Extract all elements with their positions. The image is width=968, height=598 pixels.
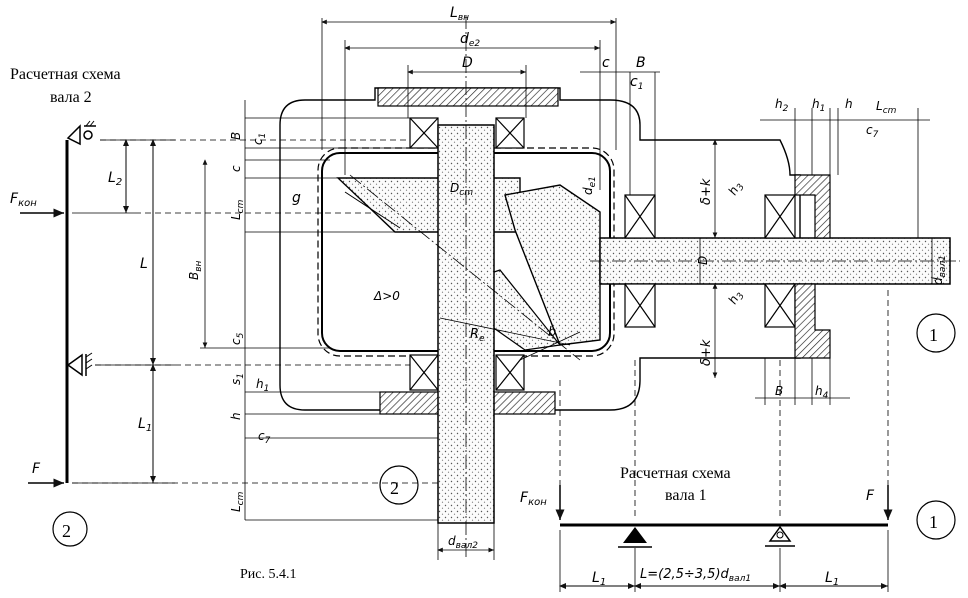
svg-text:c1: c1 [630,74,643,92]
scheme-shaft-2 [20,120,175,547]
scheme2-circle-number: 2 [62,521,71,541]
label-r-e: R [470,327,479,342]
pin-support-icon [765,525,795,547]
label-b-vn: B [187,272,201,280]
label-h-left: h [229,412,243,420]
scheme2-l: L [140,256,148,272]
label-l-vn: L [450,5,458,21]
scheme-shaft-1 [555,485,956,592]
svg-text:Fкон: Fкон [520,490,547,508]
label-b-left: B [229,132,243,140]
label-h1-left: h [256,377,264,391]
label-h4: h [815,384,823,398]
label-h-right: h [845,97,853,111]
svg-text:s1: s1 [229,373,246,385]
svg-text:h3: h3 [725,288,747,308]
label-d-val2: d [448,534,456,548]
svg-text:h4: h4 [815,384,829,401]
svg-text:Dcm: Dcm [450,181,473,198]
scheme2-f: F [32,461,41,477]
label-d-e2: d [460,31,469,47]
scheme1-l1-right: L [825,570,833,586]
svg-text:c7: c7 [258,429,271,446]
label-h1-right: h [812,97,820,111]
scheme1-circle-number: 1 [929,512,938,532]
scheme1-title-2: вала 1 [665,487,707,504]
figure-caption: Рис. 5.4.1 [240,567,297,582]
label-lcm-bottom: L [229,505,243,512]
svg-text:L1: L1 [138,416,152,434]
scheme2-fkon: F [10,191,19,207]
scheme2-title-2: вала 2 [50,89,92,106]
label-d-val1: d [931,277,945,285]
label-c1-left: c [251,138,265,145]
svg-text:Lcm: Lcm [229,491,246,512]
svg-text:L2: L2 [108,170,122,188]
label-d-e1: d [581,187,595,195]
svg-text:dвал1: dвал1 [931,255,948,285]
label-d-cm: D [450,181,459,195]
gearbox-drawing [200,15,960,560]
label-c1-top: c [630,74,638,90]
svg-text:L=(2,5÷3,5)dвал1: L=(2,5÷3,5)dвал1 [640,567,751,584]
label-c-top: c [602,55,610,71]
svg-text:L1: L1 [592,570,606,588]
label-d-top: D [462,55,473,71]
scheme1-fkon: F [520,490,529,506]
svg-text:h1: h1 [256,377,269,394]
svg-text:Bвн: Bвн [187,260,204,280]
label-h2: h [775,97,783,111]
label-c-left: c [229,165,243,172]
label-g: g [292,190,301,206]
scheme1-title-1: Расчетная схема [620,465,731,482]
label-lcm-right: L [876,99,883,113]
scheme1-l-formula: L=(2,5÷3,5)d [640,567,730,582]
svg-text:Lcm: Lcm [876,99,897,116]
scheme2-l2: L [108,170,116,186]
label-b: b [548,325,556,340]
label-b-bottom: B [775,384,783,398]
svg-text:Lcm: Lcm [229,199,246,220]
pin-support-icon [66,120,96,146]
svg-text:h1: h1 [812,97,825,114]
fixed-support-icon [618,527,652,548]
label-c5: c [229,338,243,345]
shaft2-circle-number: 2 [390,478,399,498]
scheme2-l1: L [138,416,146,432]
label-lcm-left: L [229,213,243,220]
label-delta-gap: Δ>0 [373,289,400,303]
label-c7-right: c [866,123,873,137]
label-d-shaft: D [696,256,710,265]
svg-text:c5: c5 [229,332,246,345]
svg-text:h2: h2 [775,97,789,114]
svg-text:c1: c1 [251,133,268,145]
svg-text:L1: L1 [825,570,839,588]
label-c7-left: c [258,429,265,443]
label-delta-k-top: δ+k [699,178,714,205]
svg-text:h3: h3 [725,179,747,199]
label-delta-k-bottom: δ+k [699,339,714,366]
svg-text:dвал2: dвал2 [448,534,478,551]
svg-text:de1: de1 [581,176,598,195]
svg-text:de2: de2 [460,31,480,49]
svg-text:c7: c7 [866,123,879,140]
label-b-top: B [636,55,646,71]
scheme1-f: F [866,488,875,504]
svg-text:Lвн: Lвн [450,5,469,23]
scheme2-title-1: Расчетная схема [10,66,121,83]
svg-text:Re: Re [470,327,485,344]
fixed-support-icon [66,352,93,377]
shaft1-circle-number: 1 [929,325,938,345]
scheme1-l1-left: L [592,570,600,586]
label-s1: s [229,379,243,385]
svg-text:Fкон: Fкон [10,191,37,209]
